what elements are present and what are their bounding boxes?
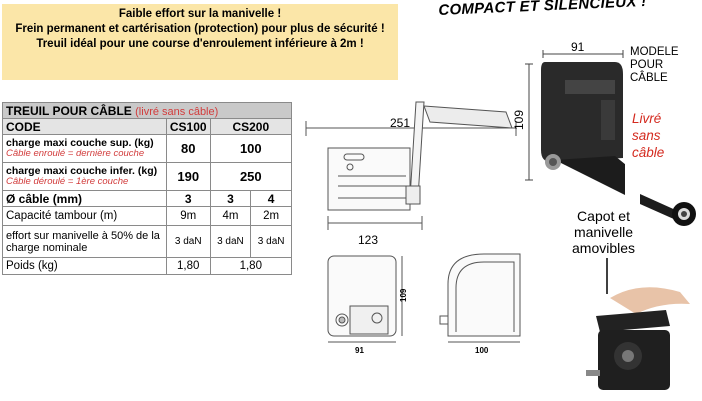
charge-inf-cs200: 250 (209, 162, 293, 191)
cover-line-2: manivelle (573, 224, 634, 240)
dim-251: 251 (390, 116, 410, 130)
cover-line-3: amovibles (572, 240, 636, 256)
dim-109: 109 (399, 288, 408, 302)
capacite-cs200a: 4m (209, 206, 252, 226)
winch-photo: 91 109 (512, 40, 625, 195)
charge-inf-cs100: 190 (165, 162, 211, 191)
poids-label: Poids (kg) (2, 257, 167, 275)
effort-cs200b: 3 daN (250, 225, 292, 258)
feature-banner: Faible effort sur la manivelle ! Frein p… (2, 4, 398, 80)
table-title-note: (livré sans câble) (135, 105, 219, 118)
model-note: MODELE POUR CÂBLE (630, 46, 679, 85)
dim-91: 91 (355, 346, 364, 355)
hand-removing-cover-photo (586, 287, 690, 390)
table-row: Capacité tambour (m) 9m 4m 2m (2, 206, 292, 226)
banner-line-1: Faible effort sur la manivelle ! (118, 8, 282, 20)
capacite-label: Capacité tambour (m) (2, 206, 167, 226)
banner-line-2: Frein permanent et cartérisation (protec… (15, 23, 385, 35)
col-cs100: CS100 (165, 118, 211, 135)
charge-sup-cs200: 100 (209, 134, 293, 163)
table-row: charge maxi couche sup. (kg) Câble enrou… (2, 134, 293, 163)
capacite-cs100: 9m (165, 206, 211, 226)
poids-cs200: 1,80 (209, 257, 293, 275)
cover-line-1: Capot et (577, 208, 630, 224)
table-header-row: CODE CS100 CS200 (2, 118, 293, 135)
photo-dim-91: 91 (571, 40, 585, 54)
model-line-2: POUR (630, 59, 664, 71)
charge-inf-note: Câble déroulé = 1ère couche (6, 176, 129, 187)
table-row: Ø câble (mm) 3 3 4 (2, 190, 292, 207)
dim-100: 100 (475, 346, 489, 355)
banner-line-3: Treuil idéal pour une course d'enrouleme… (36, 38, 364, 50)
winch-dim-lines (525, 50, 624, 181)
front-view-drawing (327, 255, 403, 343)
charge-inf-label: charge maxi couche infer. (kg) (6, 165, 158, 177)
delivered-without-cable-note: Livré sans câble (632, 110, 664, 161)
diam-cs200a: 3 (209, 190, 252, 207)
row-label: charge maxi couche infer. (kg) Câble dér… (2, 162, 167, 191)
charge-sup-cs100: 80 (165, 134, 211, 163)
technical-drawings: 251 123 109 91 100 (305, 101, 521, 355)
poids-cs100: 1,80 (165, 257, 211, 275)
code-label: CODE (2, 118, 167, 135)
effort-cs100: 3 daN (165, 225, 211, 258)
crank-handle-photo (640, 194, 696, 226)
table-title: TREUIL POUR CÂBLE (livré sans câble) (2, 102, 292, 119)
charge-sup-note: Câble enroulé = dernière couche (6, 148, 145, 159)
red-line-2: sans (632, 128, 661, 143)
col-cs200: CS200 (209, 118, 293, 135)
diam-label: Ø câble (mm) (2, 190, 167, 207)
side-view-drawing (305, 101, 517, 230)
model-line-3: CÂBLE (630, 72, 668, 84)
diam-cs200b: 4 (250, 190, 292, 207)
dim-123: 123 (358, 233, 378, 247)
spec-table: TREUIL POUR CÂBLE (livré sans câble) COD… (2, 102, 293, 275)
removable-cover-note: Capot et manivelle amovibles (572, 208, 635, 256)
capacite-cs200b: 2m (250, 206, 292, 226)
diam-cs100: 3 (165, 190, 211, 207)
photo-dim-109: 109 (512, 110, 526, 130)
model-line-1: MODELE (630, 46, 679, 58)
winch-body (541, 62, 625, 195)
effort-cs200a: 3 daN (209, 225, 252, 258)
back-view-drawing (439, 253, 521, 343)
table-row: charge maxi couche infer. (kg) Câble dér… (2, 162, 293, 191)
headline: COMPACT ET SILENCIEUX ! (438, 0, 647, 19)
table-row: Poids (kg) 1,80 1,80 (2, 257, 293, 275)
table-row: effort sur manivelle à 50% de la charge … (2, 225, 292, 258)
red-line-3: câble (632, 145, 665, 160)
pointer-line (606, 258, 608, 294)
table-title-row: TREUIL POUR CÂBLE (livré sans câble) (2, 102, 292, 119)
row-label: charge maxi couche sup. (kg) Câble enrou… (2, 134, 167, 163)
charge-sup-label: charge maxi couche sup. (kg) (6, 137, 154, 149)
effort-label: effort sur manivelle à 50% de la charge … (2, 225, 167, 258)
red-line-1: Livré (632, 111, 662, 126)
table-title-text: TREUIL POUR CÂBLE (6, 103, 132, 118)
